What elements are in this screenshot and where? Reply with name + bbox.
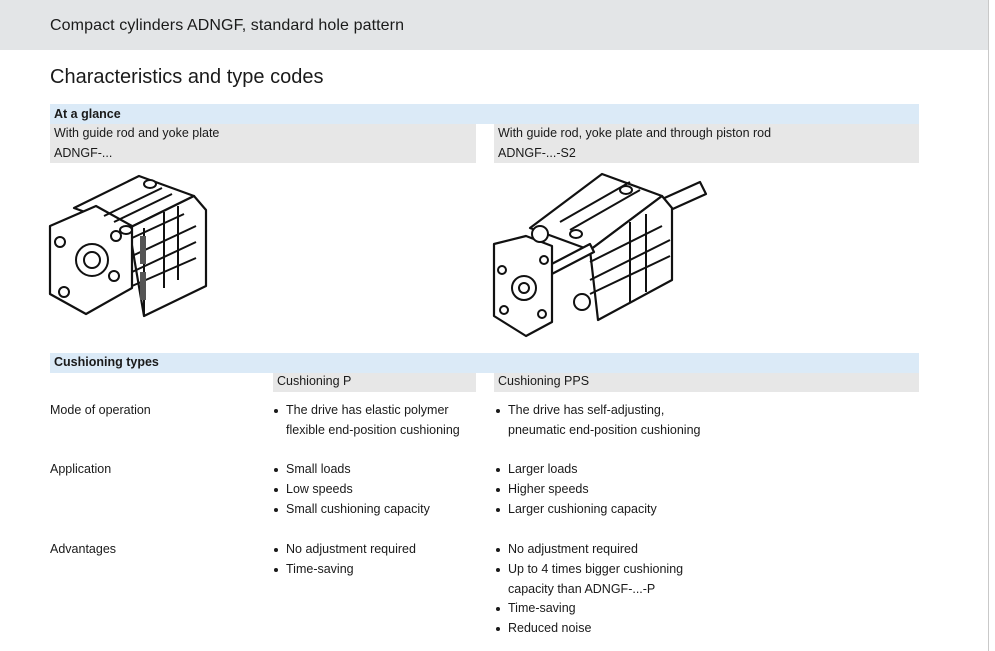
list-item: Time-saving: [272, 560, 416, 580]
bullet: [496, 409, 500, 413]
list-item: Time-saving: [494, 599, 683, 619]
cylinder-drawing-guide-rod: [48, 174, 208, 318]
mode-pps-line-2: pneumatic end-position cushioning: [508, 422, 701, 437]
right-variant-header: [494, 124, 919, 163]
bullet: [274, 409, 278, 413]
row-label-mode-of-operation: Mode of operation: [50, 403, 151, 417]
list-item: Larger loads: [494, 460, 657, 480]
list-item: Low speeds: [272, 480, 430, 500]
mode-pps-text: The drive has self-adjusting, pneumatic …: [494, 401, 701, 441]
cushioning-types-label: Cushioning types: [54, 355, 159, 369]
left-variant-header: [50, 124, 476, 163]
at-a-glance-label: At a glance: [54, 107, 121, 121]
cylinder-drawing-through-piston-rod: [492, 172, 708, 338]
cushioning-pps-header: [494, 373, 919, 392]
list-item: No adjustment required: [272, 540, 416, 560]
cushioning-p-header: [273, 373, 476, 392]
right-variant-code: ADNGF-...-S2: [498, 146, 576, 160]
cushioning-types-band: [50, 353, 919, 373]
mode-p-line-2: flexible end-position cushioning: [286, 422, 460, 437]
row-label-advantages: Advantages: [50, 542, 117, 556]
application-p-list: Small loads Low speeds Small cushioning …: [272, 460, 430, 519]
advantages-p-list: No adjustment required Time-saving: [272, 540, 416, 580]
section-title: Characteristics and type codes: [50, 66, 324, 88]
list-item: Larger cushioning capacity: [494, 500, 657, 520]
left-variant-description: With guide rod and yoke plate: [54, 126, 220, 140]
list-item: Reduced noise: [494, 619, 683, 639]
mode-p-line-1: The drive has elastic polymer: [286, 403, 449, 417]
page-header: Compact cylinders ADNGF, standard hole p…: [0, 0, 988, 50]
page-right-border: [988, 0, 989, 651]
advantages-pps-list: No adjustment required Up to 4 times big…: [494, 540, 683, 639]
list-item: Up to 4 times bigger cushioning: [494, 560, 683, 580]
column-header-cushioning-p: Cushioning P: [277, 374, 352, 388]
column-header-cushioning-pps: Cushioning PPS: [498, 374, 590, 388]
mode-p-text: The drive has elastic polymer flexible e…: [272, 401, 460, 441]
list-item: Higher speeds: [494, 480, 657, 500]
list-item-continuation: capacity than ADNGF-...-P: [508, 581, 656, 596]
list-item: No adjustment required: [494, 540, 683, 560]
at-a-glance-band: [50, 104, 919, 124]
row-label-application: Application: [50, 462, 112, 476]
left-variant-code: ADNGF-...: [54, 146, 113, 160]
header-title: Compact cylinders ADNGF, standard hole p…: [50, 17, 405, 34]
list-item: Small loads: [272, 460, 430, 480]
mode-pps-line-1: The drive has self-adjusting,: [508, 403, 665, 417]
right-variant-description: With guide rod, yoke plate and through p…: [498, 126, 772, 140]
application-pps-list: Larger loads Higher speeds Larger cushio…: [494, 460, 657, 519]
list-item: Small cushioning capacity: [272, 500, 430, 520]
